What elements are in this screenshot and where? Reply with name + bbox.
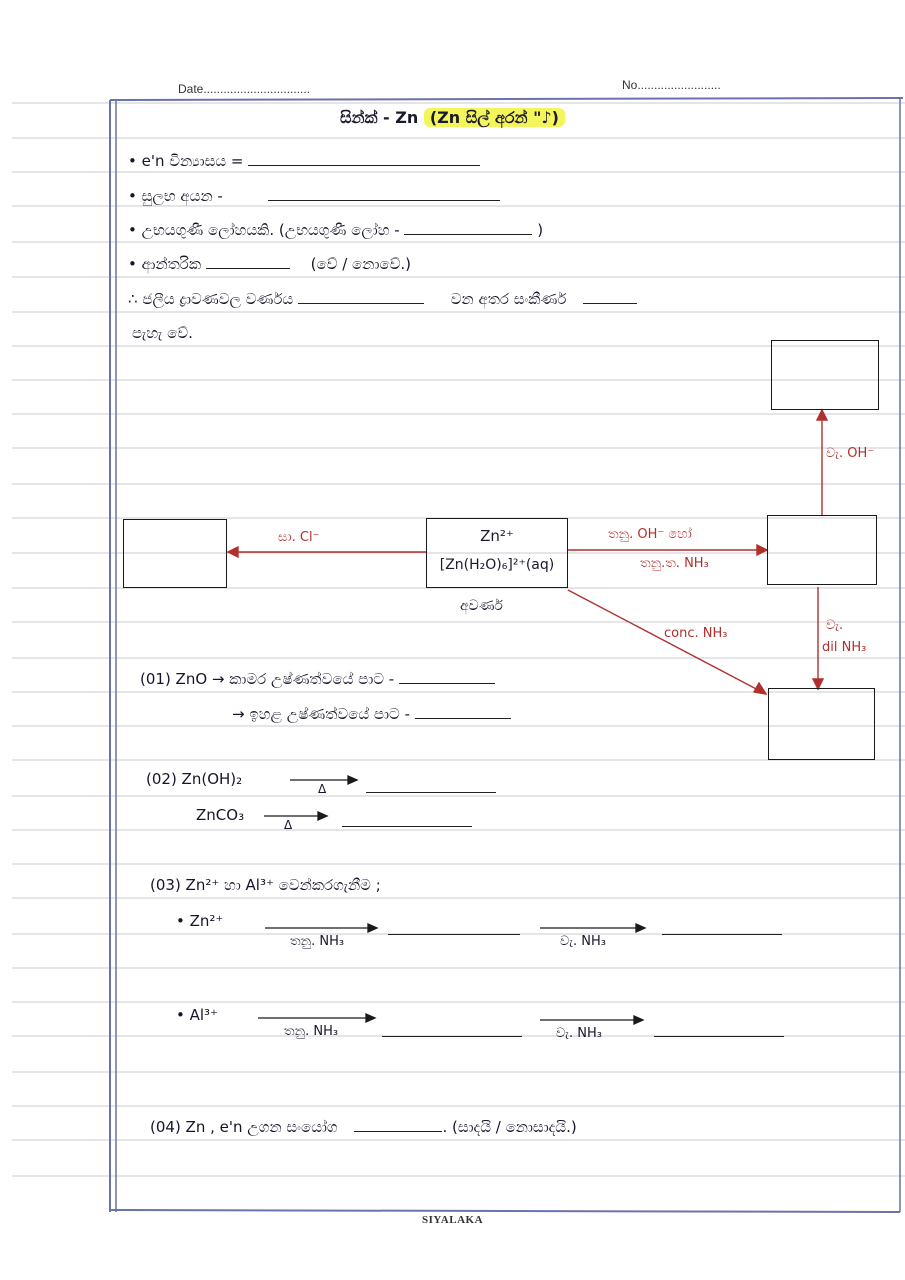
footer-brand: SIYALAKA [421, 1214, 484, 1226]
date-label: Date................................ [178, 82, 311, 96]
reagent-dilute-ammonia: තනු.ත. NH₃ [640, 556, 709, 571]
line-common-ions: • සුලභ අයන - [128, 187, 500, 205]
answer-box-left [123, 519, 227, 588]
q2-heat-1: Δ [318, 782, 327, 796]
q2-zinc-hydroxide: (02) Zn(OH)₂ [146, 770, 243, 788]
title-prefix: සින්ක් - Zn [340, 108, 419, 127]
number-label: No......................... [622, 78, 721, 92]
q3-zn-reagent-1: තනු. NH₃ [290, 934, 345, 949]
q3-zn-reagent-2: වැ. NH₃ [560, 934, 606, 949]
reagent-dil-ammonia: dil NH₃ [822, 640, 867, 655]
reagent-excess-label: වැ. [826, 618, 844, 633]
q2-blank-2 [342, 826, 472, 827]
line-colour: ∴ ජලීය ද්‍රාවණවල වර්ණය වන අතර සංකීර්ණ [128, 290, 638, 308]
q3-al-reagent-2: වැ. NH₃ [556, 1026, 602, 1041]
q2-blank-1 [366, 792, 496, 793]
line-transition: • ආන්තරික (වේ / නොවේ.) [128, 255, 412, 273]
reagent-conc-ammonia: conc. NH₃ [664, 626, 728, 641]
answer-box-bottom-right [768, 688, 875, 760]
reagent-conc-chloride: සා. Cl⁻ [278, 530, 320, 545]
line-amphoteric: • උභයගුණී ලෝහයකි. (උභයගුණී ලෝහ - ) [128, 221, 544, 239]
q1-high-temp: → ඉහළ උෂ්ණත්වයේ පාට - [232, 705, 511, 723]
q3-aluminium-ion: • Al³⁺ [176, 1006, 218, 1024]
q2-zinc-carbonate: ZnCO₃ [196, 806, 245, 824]
q2-heat-2: Δ [284, 818, 293, 832]
line-electron-config: • e'n වින්‍යාසය = [128, 152, 481, 170]
complex-colour-caption: අවර්ණ [460, 598, 503, 614]
q3-zinc-ion: • Zn²⁺ [176, 912, 224, 930]
q1-room-temp: (01) ZnO → කාමර උෂ්ණත්වයේ පාට - [140, 670, 495, 688]
line-colour-end: පැහැ වේ. [132, 324, 193, 342]
q3-al-blank-1 [382, 1036, 522, 1037]
q3-zn-blank-2 [662, 934, 782, 935]
answer-box-middle-right [767, 515, 877, 585]
title-highlight: (Zn සිල් අරන් "♪) [423, 108, 565, 127]
q3-zn-blank-1 [388, 934, 520, 935]
q4-compounds: (04) Zn , e'n උගන සංයෝග . (සාදයි / නොසාද… [150, 1118, 577, 1136]
q3-heading: (03) Zn²⁺ හා Al³⁺ වෙන්කරගැනීම ; [150, 876, 381, 894]
answer-box-top-right [771, 340, 879, 410]
zinc-complex-box: Zn²⁺ [Zn(H₂O)₆]²⁺(aq) [426, 518, 568, 588]
zinc-aqua-complex: [Zn(H₂O)₆]²⁺(aq) [439, 557, 555, 573]
page-title: සින්ක් - Zn (Zn සිල් අරන් "♪) [340, 108, 565, 128]
zinc-ion: Zn²⁺ [480, 527, 514, 545]
q3-al-blank-2 [654, 1036, 784, 1037]
q3-al-reagent-1: තනු. NH₃ [284, 1024, 339, 1039]
reagent-excess-hydroxide: වැ. OH⁻ [826, 446, 875, 461]
reagent-dilute-hydroxide: තනු. OH⁻ හෝ [608, 527, 692, 542]
